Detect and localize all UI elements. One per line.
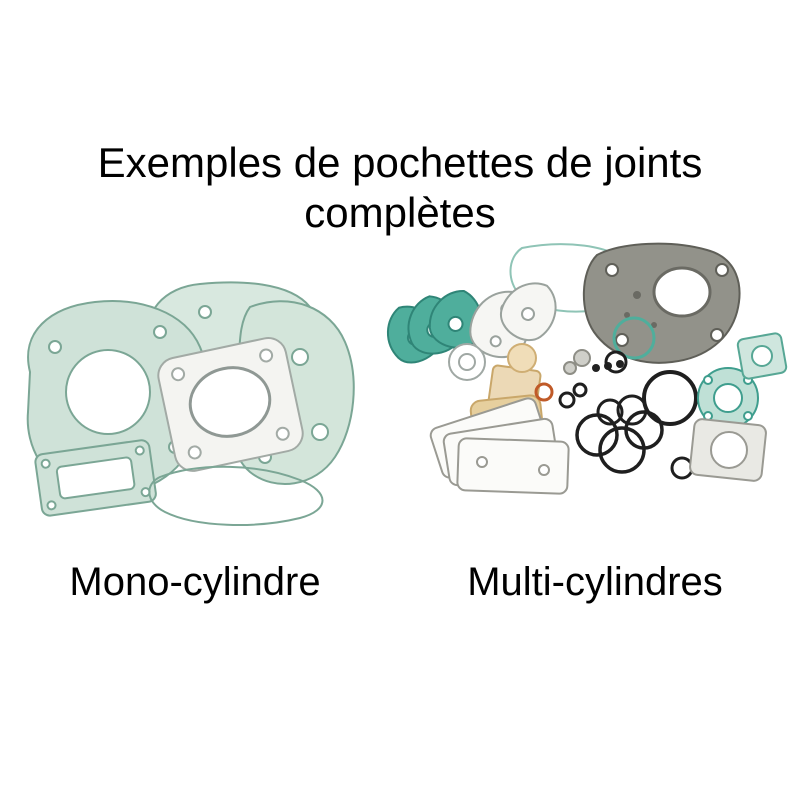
gasket-grey-square-right: [689, 418, 767, 482]
o-ring-chain-black: [575, 370, 698, 480]
gasket-base-wide: [148, 465, 324, 526]
gasket-white-pointed: [469, 282, 557, 359]
caption-mono-cylindre: Mono-cylindre: [69, 560, 321, 604]
image-title-line2: complètes: [304, 188, 496, 236]
gasket-round-white: [448, 343, 486, 381]
multi-cylinder-gasket-illustration: [386, 242, 788, 495]
gasket-rect-bottom-left: [34, 439, 157, 517]
gasket-teal-square-far-right: [736, 332, 788, 380]
gasket-dark-speckled: [582, 242, 741, 364]
washers-and-seals: [563, 349, 624, 375]
teal-ring: [604, 316, 656, 374]
small-o-rings: [534, 382, 588, 409]
image-title: Exemples de pochettes de joints complète…: [0, 138, 800, 237]
caption-multi-cylindres: Multi-cylindres: [467, 560, 723, 604]
gasket-stack-grey-rect: [429, 397, 570, 495]
gasket-fan-teal: [386, 289, 483, 364]
head-gasket-white: [157, 337, 304, 472]
gasket-round-teal-right: [697, 367, 759, 429]
mono-cylinder-gasket-illustration: [26, 281, 355, 526]
image-title-line1: Exemples de pochettes de joints: [97, 139, 703, 186]
